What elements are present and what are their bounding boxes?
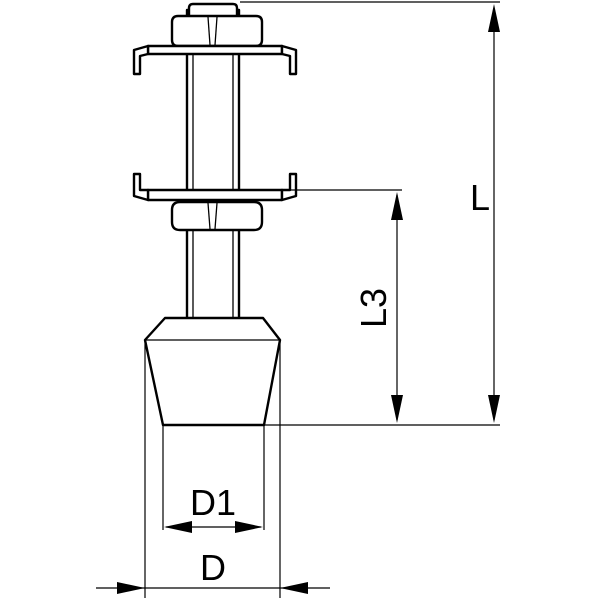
middle-clip-washer <box>132 172 298 202</box>
top-nut <box>170 14 264 48</box>
dimension-label-l3: L3 <box>353 288 394 328</box>
dimension-d: D <box>96 547 330 594</box>
dimension-label-l: L <box>470 177 490 218</box>
dimension-l3: L3 <box>353 192 403 423</box>
dimension-label-d1: D1 <box>190 482 236 523</box>
dimension-l: L <box>470 4 500 423</box>
shaft-top-cap <box>187 2 239 20</box>
top-clip-washer <box>132 44 298 76</box>
dimension-d1: D1 <box>164 482 263 533</box>
dimension-label-d: D <box>200 547 226 588</box>
threaded-shaft <box>185 8 241 322</box>
lower-nut <box>170 200 264 232</box>
conical-foot <box>143 316 282 427</box>
extension-lines <box>144 1 500 598</box>
